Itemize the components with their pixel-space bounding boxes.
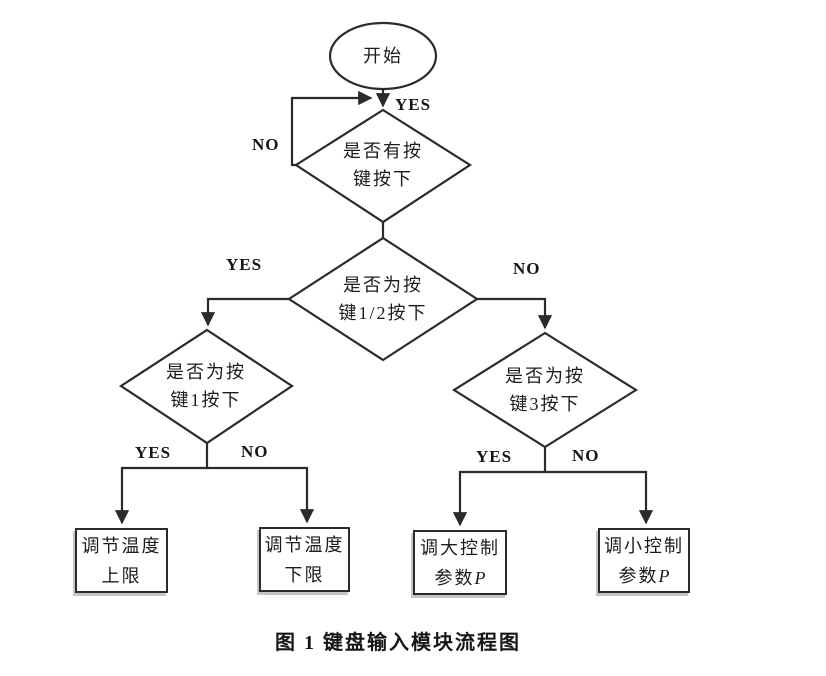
process-adjust-temp-lower: 调节温度 下限 [259,527,350,592]
adjust-temp-upper-line1: 调节温度 [81,535,162,556]
edge-key3-split [452,447,547,527]
yes-label-key1: YES [135,443,172,462]
yes-label-key3: YES [476,447,513,466]
start-terminator-shape [328,21,438,91]
decision-key-pressed-line1: 是否有按 [343,141,423,161]
decision-key3-label: 是否为按 键3按下 [475,362,615,418]
increase-param-line1: 调大控制 [420,537,500,558]
figure-caption: 图 1 键盘输入模块流程图 [275,632,521,654]
decision-key1-label: 是否为按 键1按下 [136,358,276,414]
decrease-param-variable: P [658,565,670,586]
decision-key-pressed-shape [293,108,473,224]
decision-key3-line2: 键3按下 [509,394,581,414]
decrease-param-line2: 参数P [619,561,670,591]
edge-key12-yes [200,297,289,327]
decision-key12-shape [286,236,480,362]
increase-param-line2-prefix: 参数 [434,567,475,588]
process-decrease-param: 调小控制 参数P [598,528,690,593]
no-label-key1: NO [241,442,269,461]
decision-key3-line1: 是否为按 [505,366,585,386]
adjust-temp-upper-line2: 上限 [101,565,142,586]
decision-key12-line2: 键1/2按下 [338,303,428,323]
increase-param-variable: P [474,567,486,588]
yes-label-key12: YES [226,255,263,274]
decision-key12-line1: 是否为按 [343,275,423,295]
adjust-temp-lower-line1: 调节温度 [264,534,345,555]
process-increase-param: 调大控制 参数P [413,530,507,595]
adjust-temp-lower-line2: 下限 [284,564,325,585]
decision-key1-shape [118,328,294,445]
no-label-key3: NO [572,446,600,465]
start-label: 开始 [333,42,433,70]
edge-key1-no-branch [207,466,315,524]
decision-key-pressed-line2: 键按下 [353,169,413,189]
no-label-loop: NO [252,135,280,154]
yes-label-enter: YES [395,95,432,114]
decrease-param-line2-prefix: 参数 [618,565,659,586]
increase-param-line2: 参数P [435,563,486,593]
edge-key1-split [114,443,209,525]
decrease-param-line1: 调小控制 [604,535,684,556]
decision-key3-shape [451,331,639,449]
edge-key12-no [477,297,553,330]
decision-key1-line2: 键1按下 [170,390,242,410]
edge-key3-no-branch [545,470,654,525]
no-label-key12: NO [513,259,541,278]
decision-key12-label: 是否为按 键1/2按下 [313,271,453,327]
start-label-text: 开始 [363,46,403,66]
decision-key-pressed-label: 是否有按 键按下 [313,137,453,193]
decision-key1-line1: 是否为按 [166,362,246,382]
process-adjust-temp-upper: 调节温度 上限 [75,528,168,593]
